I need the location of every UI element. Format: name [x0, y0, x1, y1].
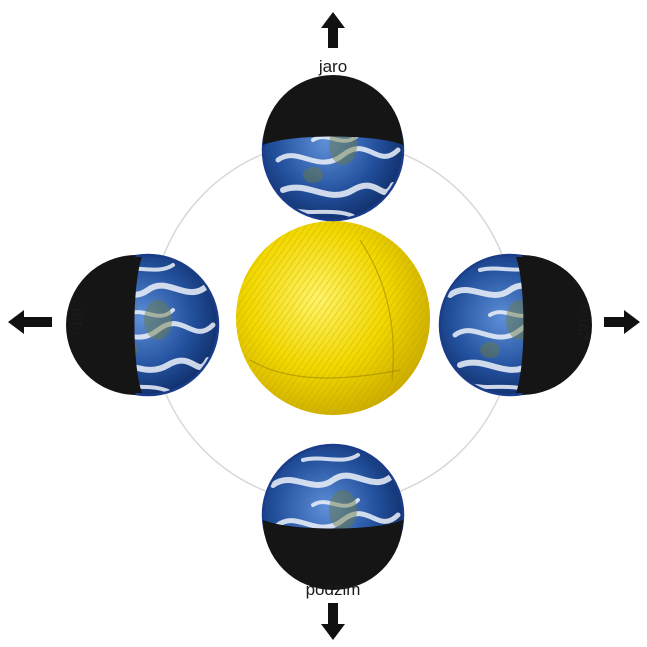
season-label-right: zima	[573, 304, 592, 340]
earth-right	[440, 255, 592, 395]
season-label-bottom: podzim	[306, 580, 361, 599]
season-label-left: léto	[68, 308, 87, 335]
earth-bottom	[263, 445, 403, 590]
arrow-up-icon	[321, 12, 345, 48]
earth-top	[263, 75, 403, 220]
season-label-top: jaro	[318, 57, 347, 76]
sun	[236, 221, 430, 415]
earth-left	[66, 255, 218, 395]
arrow-down-icon	[321, 603, 345, 640]
arrow-right-icon	[604, 310, 640, 334]
arrow-left-icon	[8, 310, 52, 334]
